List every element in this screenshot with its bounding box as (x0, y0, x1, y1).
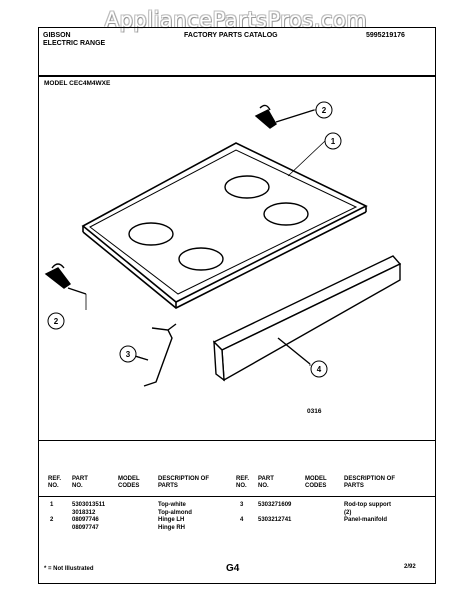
header-ref-left: REF. NO. (48, 476, 62, 489)
brand-label: GIBSON (43, 32, 71, 39)
table-top-rule (38, 440, 436, 441)
ref-cell: 3 (240, 502, 244, 508)
exploded-parts-diagram: 1 2 2 3 4 (44, 101, 402, 387)
catalog-title: FACTORY PARTS CATALOG (184, 32, 278, 39)
panel-manifold-part (212, 255, 402, 382)
product-label: ELECTRIC RANGE (43, 40, 106, 47)
callout-2-bottom (47, 312, 65, 330)
page-frame (38, 27, 436, 584)
header-model-right: MODEL CODES (305, 476, 327, 489)
header-desc-right: DESCRIPTION OF PARTS (344, 476, 396, 489)
header-part-left: PART NO. (72, 476, 88, 489)
desc-cell: (2) (344, 509, 352, 516)
desc-cell: Top-white (158, 502, 186, 508)
part-cell: 5303271609 (258, 502, 292, 508)
part-cell: 08097747 (72, 524, 99, 531)
cooktop-top-part (81, 142, 368, 309)
callout-3-label: 3 (126, 350, 131, 359)
part-cell: 08097746 (72, 517, 99, 523)
watermark: AppliancePartsPros.com (104, 8, 368, 32)
header-ref-right: REF. NO. (236, 476, 250, 489)
ref-cell: 4 (240, 517, 244, 523)
callout-2-top (315, 101, 333, 119)
not-illustrated-note: * = Not Illustrated (44, 566, 94, 572)
desc-cell: Hinge LH (158, 517, 185, 523)
desc-cell: Panel-manifold (344, 517, 388, 523)
callout-1 (324, 132, 342, 150)
header-part-right: PART NO. (258, 476, 274, 489)
header-desc-left: DESCRIPTION OF PARTS (158, 476, 210, 489)
drawing-code: 0316 (307, 408, 322, 415)
callout-leaders (85, 109, 326, 366)
header-divider (38, 75, 436, 77)
hinge-top-part (254, 104, 315, 129)
part-cell: 3018312 (72, 509, 96, 516)
page-number: G4 (226, 563, 240, 574)
catalog-number: 5995219176 (366, 32, 405, 39)
part-cell: 5303013511 (72, 502, 106, 508)
part-cell: 5303212741 (258, 517, 292, 523)
callout-3 (119, 345, 137, 363)
callout-2-top-label: 2 (322, 106, 327, 115)
callout-2-bottom-label: 2 (54, 317, 59, 326)
model-label: MODEL CEC4M4WXE (44, 80, 111, 87)
revision-date: 2/92 (404, 564, 416, 570)
ref-cell: 2 (50, 517, 54, 523)
desc-cell: Top-almond (158, 509, 192, 516)
callout-1-label: 1 (331, 137, 336, 146)
header-model-left: MODEL CODES (118, 476, 140, 489)
hinge-bottom-part (44, 263, 87, 295)
table-header-rule (38, 496, 436, 497)
callout-4 (310, 360, 328, 378)
desc-cell: Hinge RH (158, 524, 185, 531)
ref-cell: 1 (50, 502, 54, 508)
desc-cell: Rod-top support (344, 502, 391, 508)
callout-4-label: 4 (317, 365, 322, 374)
